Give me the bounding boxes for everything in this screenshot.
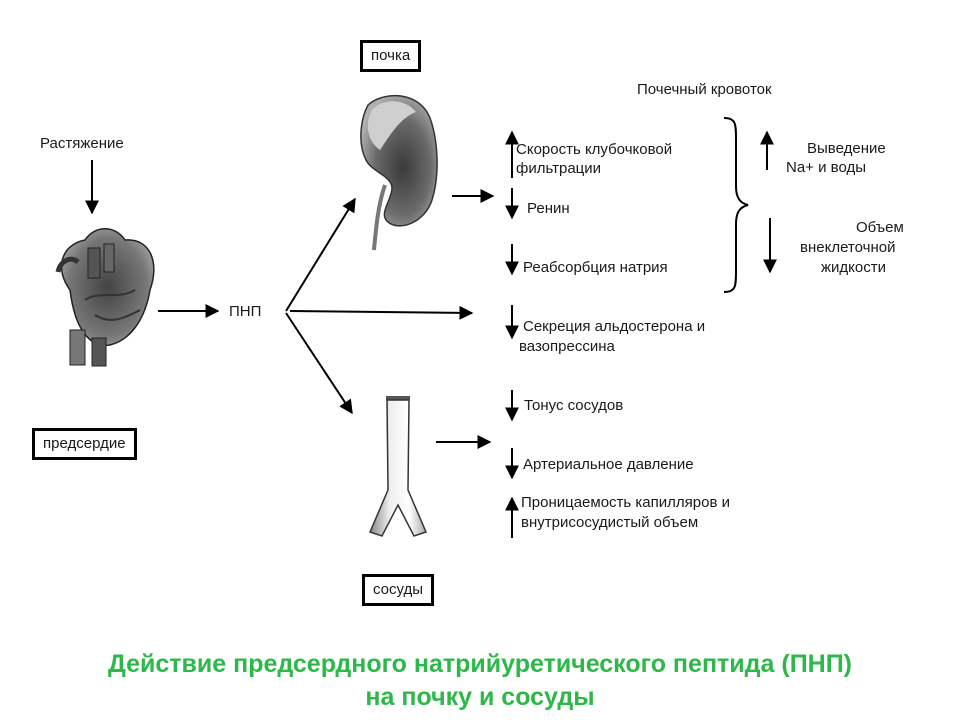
caption-line2: на почку и сосуды [365,683,595,711]
permeability-label-line2: внутрисосудистый объем [521,514,699,531]
renal-blood-flow-label: Почечный кровоток [637,81,772,98]
excretion-label-line1: Выведение [807,140,886,157]
permeability-label-line1: Проницаемость капилляров и [521,494,730,511]
sodium-reabsorption-label: Реабсорбция натрия [523,259,668,276]
aldosterone-label-line2: вазопрессина [519,338,615,355]
gfr-label-line2: фильтрации [516,160,602,177]
kidney-image [360,94,438,251]
stretch-label: Растяжение [40,135,124,152]
grouping-brace [723,117,749,293]
ecf-label-line2: внеклеточной [800,239,896,256]
anp-to-aldosterone-arrow [289,305,474,320]
caption-line1: Действие предсердного натрийуретического… [107,650,853,678]
anp-to-vessels-arrow [285,312,353,415]
aldosterone-label-line1: Секреция альдостерона и [523,318,706,335]
anp-label: ПНП [229,303,262,320]
excretion-label-line2: Na+ и воды [786,159,866,176]
vessel-image [368,396,428,537]
kidney-label: почка [360,40,422,72]
ecf-label-line3: жидкости [821,259,886,276]
ecf-label-line1: Объем [856,219,904,236]
renin-label: Ренин [527,200,570,217]
atrium-label: предсердие [32,428,137,460]
anp-to-kidney-arrow [285,197,356,312]
gfr-label-line1: Скорость клубочковой [516,141,673,158]
heart-image [55,228,155,367]
vascular-tone-label: Тонус сосудов [524,397,624,414]
vessels-label: сосуды [362,574,435,606]
arterial-pressure-label: Артериальное давление [523,456,694,473]
